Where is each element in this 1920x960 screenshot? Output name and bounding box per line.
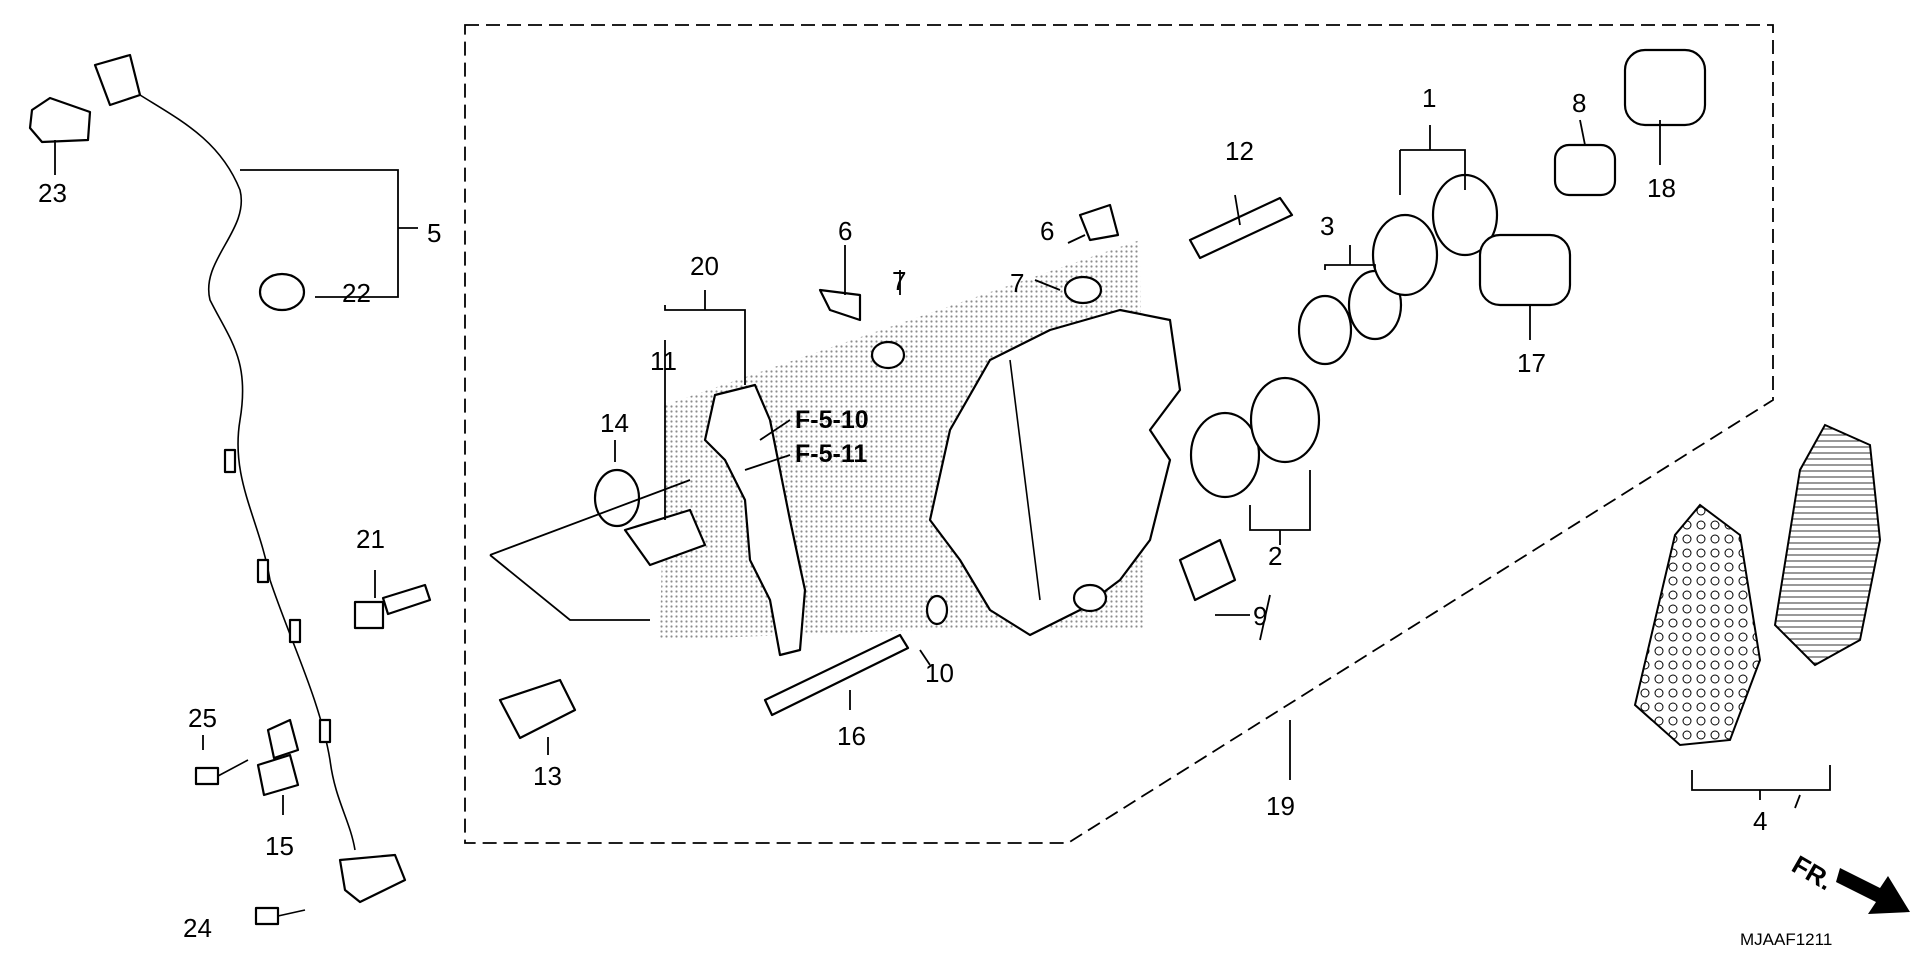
reference-f-5-10[interactable]: F-5-10 [795,406,869,434]
front-label: FR. [1787,849,1838,896]
washer [925,594,949,626]
seal-set-a [1371,213,1439,297]
callout-22: 22 [342,278,371,308]
caliper-body [928,308,1182,637]
piston-8 [1553,143,1617,197]
callout-13: 13 [533,761,562,791]
callout-1: 1 [1422,83,1436,113]
bleeder-cap-right [1063,275,1103,305]
callout-15: 15 [265,831,294,861]
bleeder-cap-left [870,340,906,370]
callout-7-right: 7 [1010,268,1024,298]
callout-18: 18 [1647,173,1676,203]
callout-20: 20 [690,251,719,281]
front-direction-indicator: FR. [1787,849,1910,914]
clamp-part [258,272,306,312]
callout-5: 5 [427,218,441,248]
pad-pin [763,633,910,717]
callout-9: 9 [1253,601,1267,631]
callout-23: 23 [38,178,67,208]
callout-12: 12 [1225,136,1254,166]
callout-10: 10 [925,658,954,688]
callout-11: 11 [650,346,677,376]
callout-19: 19 [1266,791,1295,821]
piston-seal-b [1249,376,1321,464]
callout-16: 16 [837,721,866,751]
connector-cover-part [28,96,92,144]
sensor-bracket [266,718,300,760]
pad-spring [1178,538,1237,602]
callout-6-right: 6 [1040,216,1054,246]
bolt-24 [254,906,306,926]
dust-seal-a [1297,294,1353,366]
piston-seal-a [1189,411,1261,499]
sleeve [1188,196,1294,260]
bleeder-valve-right [1078,203,1120,242]
pad-retainer [623,508,707,567]
caliper-bracket [703,383,807,657]
wheel-speed-sensor-harness [93,53,356,851]
brake-pad-rear [1773,423,1882,667]
reference-f-5-11[interactable]: F-5-11 [795,440,867,468]
clip-part-15 [256,753,300,797]
front-arrow-icon [1836,868,1910,914]
callout-24: 24 [183,913,212,943]
brake-pad-front [1633,503,1762,747]
callout-17: 17 [1517,348,1546,378]
callout-2: 2 [1268,541,1282,571]
callout-21: 21 [356,524,385,554]
wheel-speed-sensor [338,853,407,904]
piston-18 [1623,48,1707,127]
callout-14: 14 [600,408,629,438]
diagram-code: MJAAF1211 [1740,930,1832,949]
callout-3: 3 [1320,211,1334,241]
leader-lines [54,119,1831,815]
callout-7-left: 7 [892,266,906,296]
callout-25: 25 [188,703,217,733]
slide-pin [498,678,577,740]
bleeder-valve-left [818,288,862,322]
bolt-21 [353,583,432,630]
callout-4: 4 [1753,806,1767,836]
bolt-25 [194,759,249,786]
callout-8: 8 [1572,88,1586,118]
piston-17 [1478,233,1572,307]
boot-part [593,468,641,528]
callout-6-left: 6 [838,216,852,246]
